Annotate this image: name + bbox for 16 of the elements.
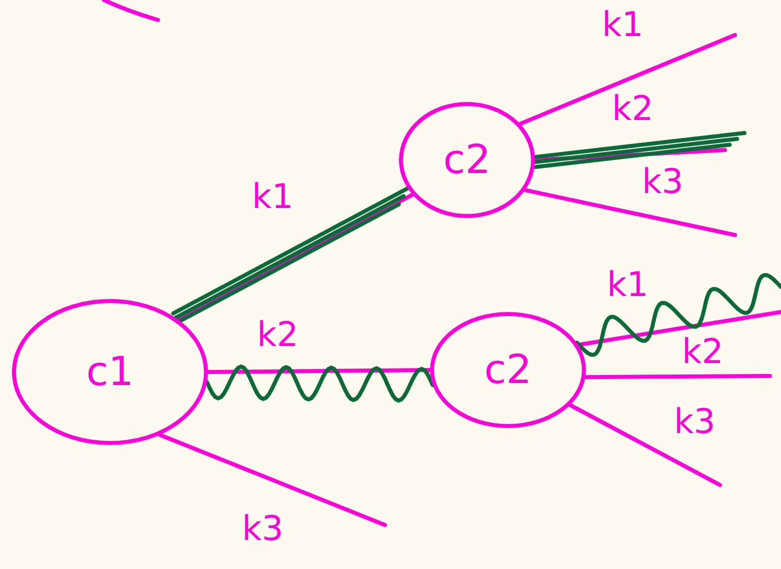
connector-line: [532, 131, 746, 169]
spring-drawing: [574, 273, 781, 357]
mass-circle: [12, 299, 208, 445]
mass-label: c1: [86, 352, 134, 392]
mass-circle: [430, 312, 586, 428]
connector-line: [206, 368, 432, 374]
spring-drawing: [205, 364, 435, 403]
connector-line: [518, 33, 737, 126]
mass-circle: [399, 102, 535, 218]
connector-line: [523, 188, 737, 237]
connector-line: [158, 432, 387, 527]
connector-line: [583, 374, 772, 380]
mass-label: c2: [484, 350, 532, 390]
mass-label: c2: [443, 140, 491, 180]
connector-line: [533, 148, 727, 162]
connector-line: [568, 403, 722, 487]
